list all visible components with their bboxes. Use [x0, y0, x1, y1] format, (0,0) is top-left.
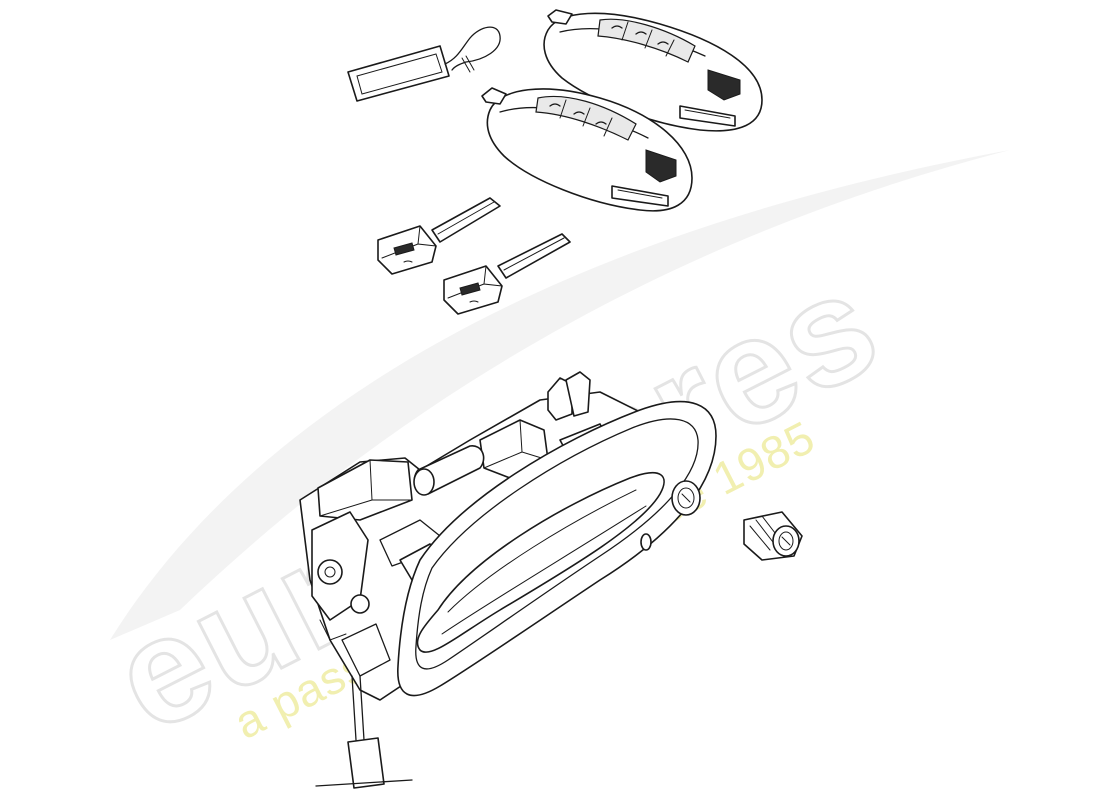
watermark-swoosh	[110, 150, 1010, 640]
remote-key-fob-front	[481, 87, 693, 212]
emergency-key-blade-left	[377, 197, 501, 275]
door-handle-assembly	[299, 371, 717, 789]
emergency-key-blade-right	[443, 233, 571, 315]
remote-key-fob-rear	[543, 9, 763, 132]
lock-cylinder-cap	[743, 511, 803, 561]
key-tag	[347, 26, 501, 102]
